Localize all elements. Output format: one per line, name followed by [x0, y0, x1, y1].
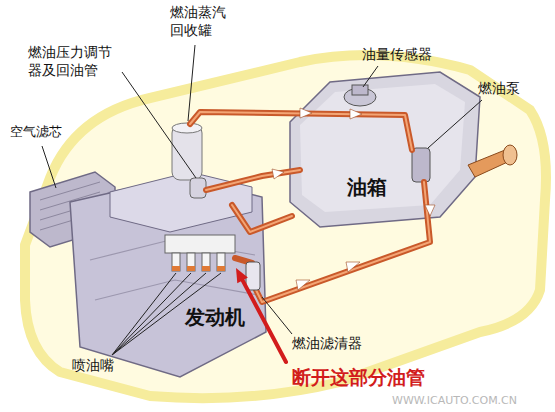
note-label: 断开这部分油管 — [292, 366, 425, 390]
part-label: 油箱 — [347, 175, 387, 200]
part-label: 发动机 — [185, 305, 245, 330]
part-label: 油量传感器 — [362, 46, 432, 64]
part-label: 空气滤芯 — [8, 124, 64, 140]
watermark: WWW.ICAUTO.COM.CN — [392, 394, 517, 408]
part-label: 燃油蒸汽 回收罐 — [170, 4, 242, 39]
part-label: 燃油压力调节 器及回油管 — [28, 44, 120, 79]
part-label: 喷油嘴 — [72, 357, 114, 375]
part-label: 燃油滤清器 — [292, 335, 362, 353]
part-label: 燃油泵 — [478, 80, 520, 98]
